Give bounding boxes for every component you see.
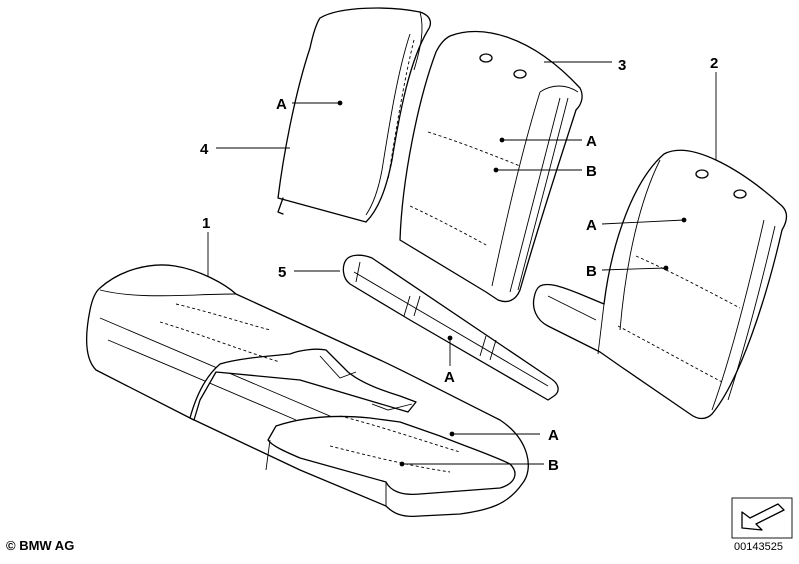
callout-a-seat-cushion: A [548, 427, 559, 444]
arrow-icon [731, 497, 793, 539]
callout-labels: 1 2 3 4 5 A A B A B A A B [200, 55, 718, 474]
diagram-id: 00143525 [734, 541, 783, 553]
callout-a-side-section: A [276, 96, 287, 113]
part-3-backrest-center[interactable] [399, 30, 583, 303]
callout-5: 5 [278, 264, 286, 281]
callout-1: 1 [202, 215, 210, 232]
callout-a-armrest-bracket: A [444, 369, 455, 386]
part-1-seat-cushion[interactable] [86, 264, 529, 518]
callout-b-backrest-right: B [586, 263, 597, 280]
callout-2: 2 [710, 55, 718, 72]
leader-lines [207, 61, 717, 465]
part-4-side-bolster[interactable] [277, 7, 432, 223]
callout-4: 4 [200, 141, 209, 158]
copyright-text: © BMW AG [6, 538, 75, 553]
callout-3: 3 [618, 57, 626, 74]
callout-b-backrest-center: B [586, 163, 597, 180]
callout-a-backrest-right: A [586, 217, 597, 234]
part-2-backrest-right[interactable] [532, 149, 788, 420]
callout-b-seat-cushion: B [548, 457, 559, 474]
part-5-bracket[interactable] [342, 254, 559, 401]
callout-a-backrest-center: A [586, 133, 597, 150]
